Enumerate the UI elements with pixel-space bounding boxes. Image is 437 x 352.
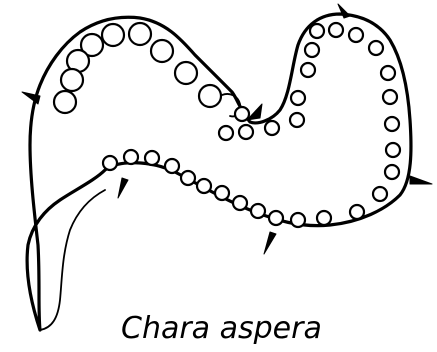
cell — [350, 205, 364, 219]
large-cell-group — [54, 23, 221, 113]
cell — [124, 150, 138, 164]
cell — [291, 213, 305, 227]
spine-mark — [118, 178, 128, 198]
cell — [373, 187, 387, 201]
cell — [301, 63, 315, 77]
cell — [235, 107, 249, 121]
cell — [265, 121, 279, 135]
cell — [129, 23, 151, 45]
spine-mark — [264, 232, 276, 254]
cell — [61, 69, 83, 91]
cell — [310, 24, 324, 38]
cell — [215, 186, 229, 200]
cell — [102, 24, 124, 46]
cell — [305, 43, 319, 57]
cell — [165, 159, 179, 173]
cell — [197, 179, 211, 193]
cell — [381, 66, 395, 80]
cell — [329, 23, 343, 37]
stalk-outline — [40, 190, 105, 330]
cell — [145, 151, 159, 165]
cell — [175, 62, 197, 84]
cell — [385, 165, 399, 179]
cell — [199, 85, 221, 107]
cell — [233, 196, 247, 210]
notch-cell-group — [219, 91, 305, 140]
lower-cell-group — [103, 150, 331, 227]
right-cell-group — [301, 23, 400, 219]
cell — [383, 90, 397, 104]
cell — [269, 211, 283, 225]
cell — [385, 117, 399, 131]
cell — [290, 113, 304, 127]
cell — [369, 41, 383, 55]
cell — [386, 143, 400, 157]
spine-mark — [338, 4, 350, 18]
cell — [219, 126, 233, 140]
cell — [181, 171, 195, 185]
cell — [54, 91, 76, 113]
cell — [251, 204, 265, 218]
cell — [151, 40, 173, 62]
cell — [103, 156, 117, 170]
cell — [317, 211, 331, 225]
spine-mark — [410, 176, 432, 184]
cell — [239, 125, 253, 139]
cell — [349, 28, 363, 42]
species-caption: Chara aspera — [121, 311, 322, 346]
cell — [291, 91, 305, 105]
